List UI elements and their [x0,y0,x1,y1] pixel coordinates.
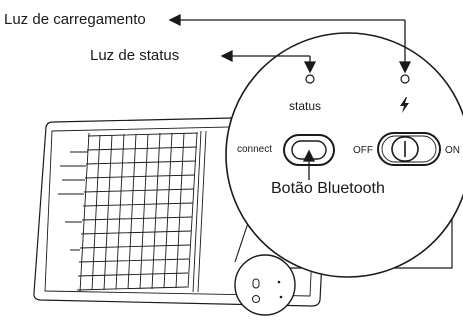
power-switch [377,132,441,166]
charging-light-label: Luz de carregamento [4,11,146,28]
connect-text: connect [237,144,273,155]
on-text: ON [445,145,460,156]
status-light-leader [220,49,317,74]
status-text: status [289,99,322,113]
bluetooth-button-label: Botão Bluetooth [271,180,385,197]
status-led [305,74,315,84]
bluetooth-button-leader [302,149,316,180]
charging-led [400,74,410,84]
key-grid [58,130,207,293]
zoom-source-circle [234,254,296,316]
zoom-detail-circle [225,32,463,278]
charging-light-leader [168,13,412,74]
status-light-label: Luz de status [90,47,180,64]
lightning-icon [400,97,409,113]
off-text: OFF [353,145,373,156]
